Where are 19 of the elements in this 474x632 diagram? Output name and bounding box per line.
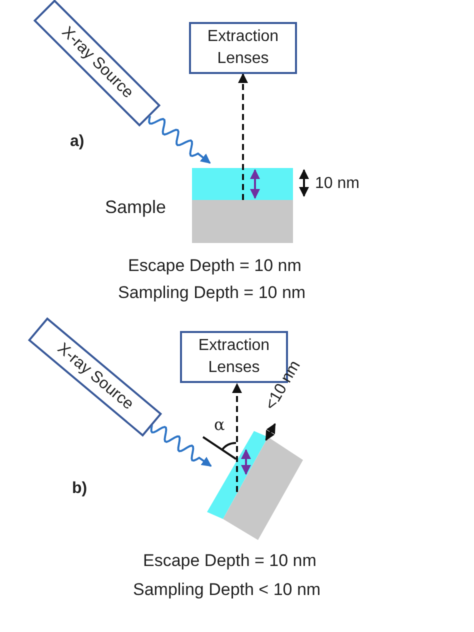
panel-label: a) — [70, 133, 84, 151]
surface-layer — [192, 168, 293, 200]
substrate-block — [192, 200, 293, 243]
dimension-label: 10 nm — [315, 175, 360, 193]
caption-text: Escape Depth = 10 nm — [143, 551, 316, 571]
angle-symbol: α — [214, 415, 225, 434]
substrate-block — [223, 437, 303, 540]
box-label: Extraction Lenses — [206, 27, 280, 69]
part-label: Sample — [105, 197, 166, 218]
caption-text: Sampling Depth = 10 nm — [118, 283, 306, 303]
lens-box — [189, 22, 297, 74]
caption-text: Escape Depth = 10 nm — [128, 256, 302, 276]
arrow — [232, 383, 242, 492]
arrow — [148, 116, 211, 164]
arrow — [150, 424, 212, 467]
caption-text: Sampling Depth < 10 nm — [133, 580, 321, 600]
panel-label: b) — [72, 480, 88, 498]
arrow — [238, 73, 248, 200]
surface-layer — [207, 431, 268, 519]
